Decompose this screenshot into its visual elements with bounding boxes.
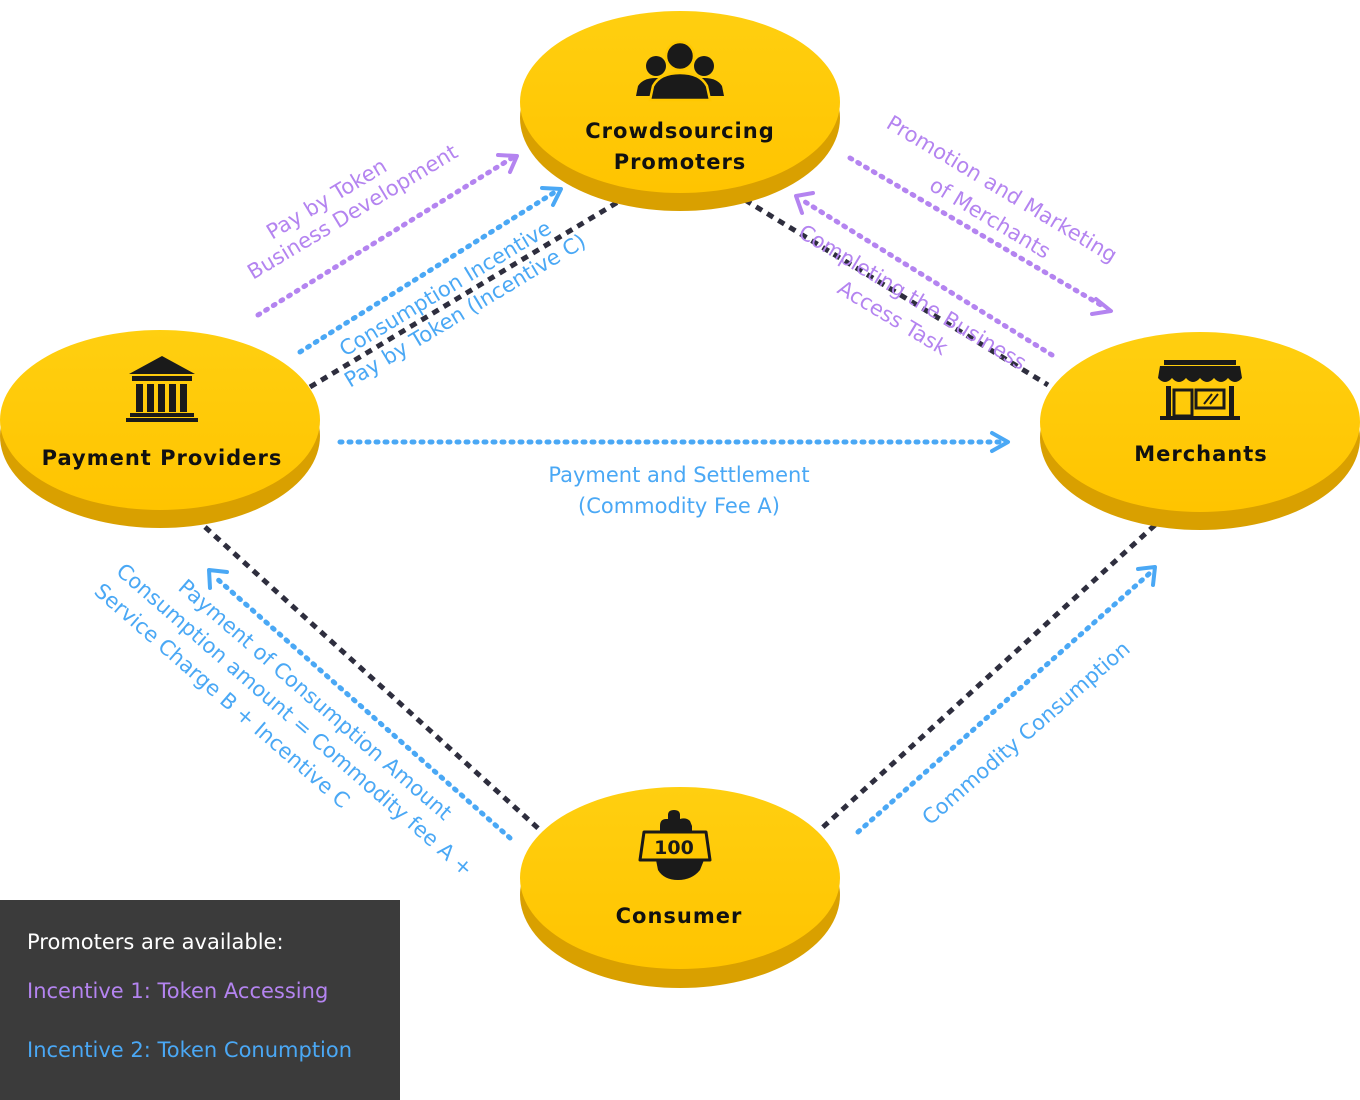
group-people-icon (636, 40, 724, 102)
arrow-consumer-to-merchants (855, 570, 1153, 835)
node-merchants: Merchants (1040, 332, 1360, 530)
label-commodity-consumption: Commodity Consumption (918, 637, 1135, 830)
bank-icon (126, 356, 198, 422)
label-pay-by-token-incentive-c: Pay by Token (Incentive C) (340, 229, 590, 392)
node-crowdsourcing-promoters: Crowdsourcing Promoters (520, 11, 840, 211)
icon-100-text: 100 (654, 837, 694, 859)
arrowhead-icon (990, 431, 1010, 453)
label-completing-business: Completing the Business (794, 220, 1030, 375)
label-promotion-marketing: Promotion and Marketing (882, 111, 1121, 268)
promoters-label-line1: Crowdsourcing (585, 119, 775, 143)
legend-incentive-2: Incentive 2: Token Conumption (27, 1038, 353, 1062)
arrowhead-icon (794, 191, 815, 215)
consumer-label: Consumer (616, 904, 743, 928)
arrow-providers-to-promoters-incentive (297, 189, 558, 355)
storefront-icon (1158, 360, 1242, 420)
node-payment-providers: Payment Providers (0, 330, 320, 528)
arrow-consumer-to-providers (212, 574, 513, 841)
node-consumer: 100 Consumer (520, 787, 840, 988)
arrowhead-icon (1090, 297, 1113, 316)
arrow-merchants-to-promoters (799, 197, 1055, 358)
merchants-label: Merchants (1134, 442, 1268, 466)
label-commodity-fee-a: (Commodity Fee A) (578, 494, 780, 518)
promoters-label-line2: Promoters (614, 150, 747, 174)
payment-providers-label: Payment Providers (42, 446, 283, 470)
legend-incentive-1: Incentive 1: Token Accessing (27, 979, 329, 1003)
arrowhead-icon (496, 153, 519, 174)
arrowhead-icon (540, 186, 563, 207)
hand-holding-100-icon: 100 (638, 810, 712, 880)
label-payment-settlement: Payment and Settlement (548, 463, 809, 487)
connector-merchants-consumer (820, 523, 1157, 830)
connector-providers-promoters (308, 199, 620, 390)
arrow-promoters-to-merchants (847, 155, 1109, 311)
legend-panel: Promoters are available: Incentive 1: To… (0, 900, 400, 1100)
connector-providers-consumer (203, 525, 542, 832)
legend-title: Promoters are available: (27, 930, 284, 954)
arrowhead-icon (207, 568, 229, 590)
arrowhead-icon (1136, 565, 1157, 587)
